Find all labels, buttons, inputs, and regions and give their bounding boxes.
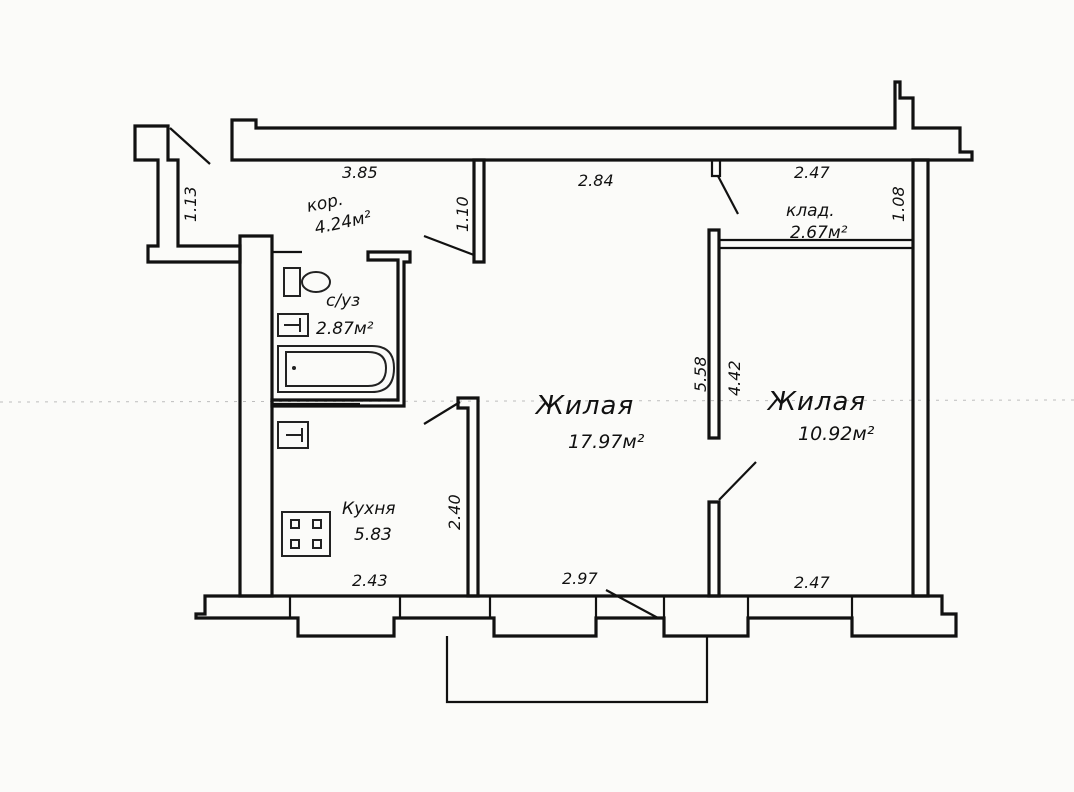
living-left-label: Жилая [534,391,634,421]
stove-fixture [281,511,331,557]
dim-room-depth-outer: 5.58 [691,356,710,392]
dim-top-corridor: 3.85 [342,163,378,182]
storage-walls [710,160,913,250]
balcony-door-swing [605,589,659,619]
kitchen-walls [423,396,480,598]
storage-area: 2.67м² [790,223,848,243]
dim-top-middle: 2.84 [578,171,614,190]
living-right-label: Жилая [766,387,866,417]
left-bearing-wall [238,234,274,598]
living-right-area: 10.92м² [798,423,875,445]
dim-bottom-right: 2.47 [794,573,830,592]
top-wall [230,80,974,162]
toilet-fixture [283,267,331,297]
dim-room-depth-inner: 4.42 [725,360,744,396]
kitchen-label: Кухня [342,499,396,519]
kitchen-area: 5.83 [354,525,392,545]
bathroom-label: с/уз [326,291,360,311]
dim-left-entry: 1.13 [181,186,200,222]
dim-bottom-middle: 2.97 [562,569,598,588]
dim-corridor-depth: 1.10 [453,196,472,232]
storage-label: клад. [786,201,835,221]
corridor-partition [423,158,486,264]
dim-kitchen-width: 2.43 [352,571,388,590]
dim-top-right: 2.47 [794,163,830,182]
balcony [445,636,709,704]
bathroom-walls [270,250,412,408]
living-partition [707,228,757,598]
kitchen-sink-fixture [277,421,309,449]
living-left-area: 17.97м² [568,431,645,453]
bathtub-fixture [277,345,396,393]
dim-storage-depth: 1.08 [889,186,908,222]
bathroom-sink-fixture [277,313,309,337]
bottom-wall [194,594,958,638]
right-wall [911,158,930,598]
bathroom-area: 2.87м² [316,319,374,339]
dim-kitchen-depth: 2.40 [445,494,464,530]
